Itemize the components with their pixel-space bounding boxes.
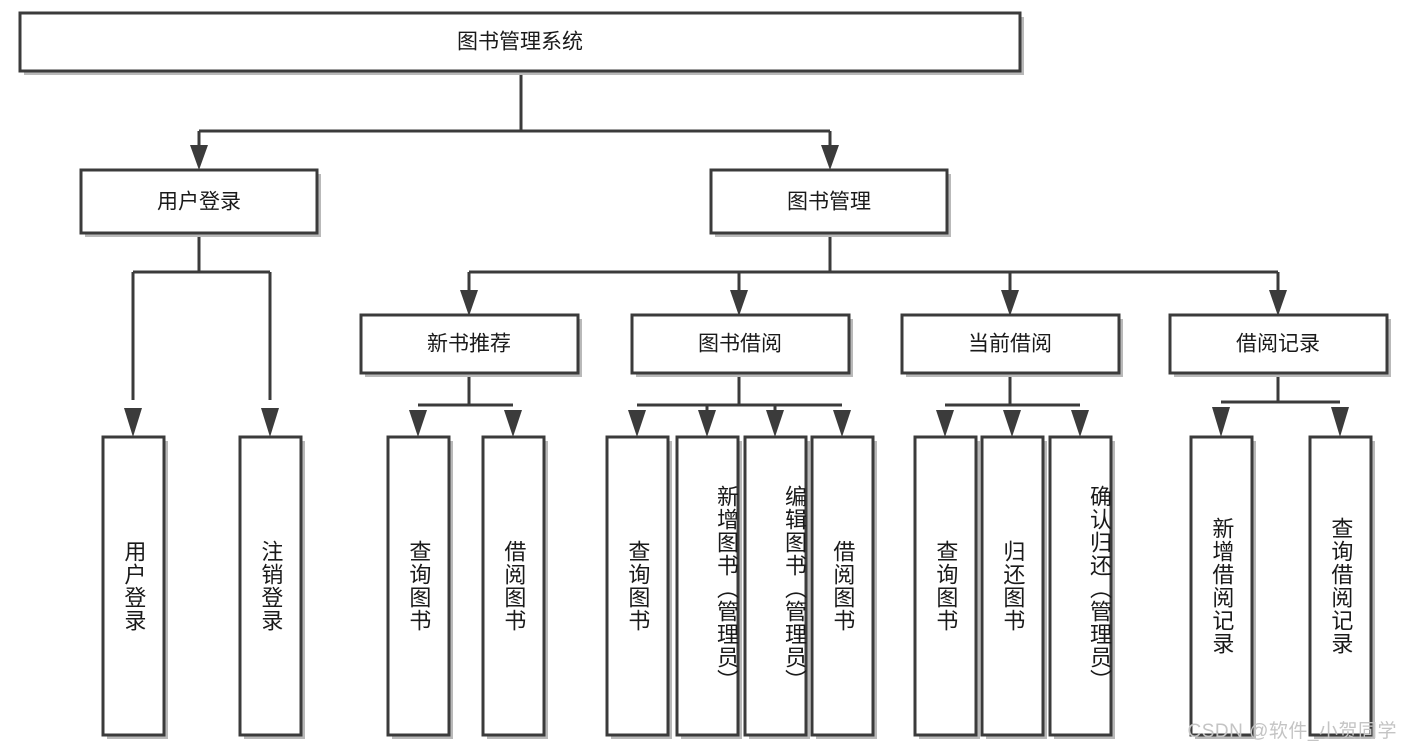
new-book-rec-box[interactable] bbox=[359, 313, 580, 375]
arrow-to-leaf-add-record bbox=[1212, 407, 1230, 437]
arrow-to-leaf-confirm-return bbox=[1071, 410, 1089, 437]
arrow-to-leaf-query-book-2 bbox=[628, 410, 646, 437]
arrow-to-leaf-borrow-book-2 bbox=[833, 410, 851, 437]
arrow-to-new-book-rec bbox=[460, 290, 478, 316]
leaf-query-record-box[interactable] bbox=[1308, 435, 1373, 737]
connector-group bbox=[124, 75, 1349, 437]
leaf-edit-book-box[interactable] bbox=[743, 435, 808, 737]
leaf-borrow-book-2-box[interactable] bbox=[810, 435, 875, 737]
root-label: 图书管理系统 bbox=[457, 31, 583, 54]
leaf-query-book-3-box[interactable] bbox=[913, 435, 978, 737]
node-new-book-rec[interactable]: 新书推荐 bbox=[359, 313, 582, 377]
root-box[interactable] bbox=[18, 11, 1022, 73]
leaf-add-book-box[interactable] bbox=[675, 435, 740, 737]
leaf-query-book-2-box[interactable] bbox=[605, 435, 670, 737]
leaf-borrow-book-1-box[interactable] bbox=[481, 435, 546, 737]
csdn-watermark: CSDN @软件_小贺同学 bbox=[1187, 721, 1397, 742]
borrow-record-box[interactable] bbox=[1168, 313, 1389, 375]
book-manage-box[interactable] bbox=[709, 168, 949, 235]
node-user-login[interactable]: 用户登录 bbox=[79, 168, 321, 237]
arrow-to-borrow-record bbox=[1269, 290, 1287, 316]
leaf-user-logout-box[interactable] bbox=[238, 435, 303, 737]
arrow-to-current-borrow bbox=[1001, 290, 1019, 316]
current-borrow-box[interactable] bbox=[900, 313, 1121, 375]
arrow-to-leaf-add-book bbox=[698, 410, 716, 437]
leaf-confirm-return-box[interactable] bbox=[1048, 435, 1113, 737]
leaf-add-record-box[interactable] bbox=[1189, 435, 1254, 737]
new-book-rec-label: 新书推荐 bbox=[427, 333, 511, 356]
arrow-to-leaf-return-book bbox=[1003, 410, 1021, 437]
node-borrow-record[interactable]: 借阅记录 bbox=[1168, 313, 1391, 377]
arrow-to-leaf-borrow-book-1 bbox=[504, 410, 522, 437]
arrow-to-leaf-query-book-3 bbox=[936, 410, 954, 437]
node-book-borrow[interactable]: 图书借阅 bbox=[630, 313, 853, 377]
arrow-to-user-login bbox=[190, 145, 208, 170]
current-borrow-label: 当前借阅 bbox=[968, 333, 1052, 356]
book-manage-label: 图书管理 bbox=[787, 191, 871, 214]
arrow-to-leaf-edit-book bbox=[766, 410, 784, 437]
arrow-to-book-manage bbox=[821, 145, 839, 170]
arrow-to-leaf-user-login bbox=[124, 408, 142, 437]
node-book-manage[interactable]: 图书管理 bbox=[709, 168, 951, 237]
leaf-boxes-group bbox=[101, 435, 1375, 739]
borrow-record-label: 借阅记录 bbox=[1236, 333, 1320, 356]
node-current-borrow[interactable]: 当前借阅 bbox=[900, 313, 1123, 377]
leaf-user-login-box[interactable] bbox=[101, 435, 166, 737]
user-login-box[interactable] bbox=[79, 168, 319, 235]
node-root[interactable]: 图书管理系统 bbox=[18, 11, 1024, 75]
leaf-return-book-box[interactable] bbox=[980, 435, 1045, 737]
book-borrow-box[interactable] bbox=[630, 313, 851, 375]
user-login-label: 用户登录 bbox=[157, 191, 241, 214]
leaf-query-book-1-box[interactable] bbox=[386, 435, 451, 737]
arrow-to-leaf-user-logout bbox=[261, 408, 279, 437]
arrow-to-leaf-query-book-1 bbox=[409, 410, 427, 437]
arrow-to-leaf-query-record bbox=[1331, 407, 1349, 437]
book-borrow-label: 图书借阅 bbox=[698, 333, 782, 356]
arrow-to-book-borrow bbox=[730, 290, 748, 316]
